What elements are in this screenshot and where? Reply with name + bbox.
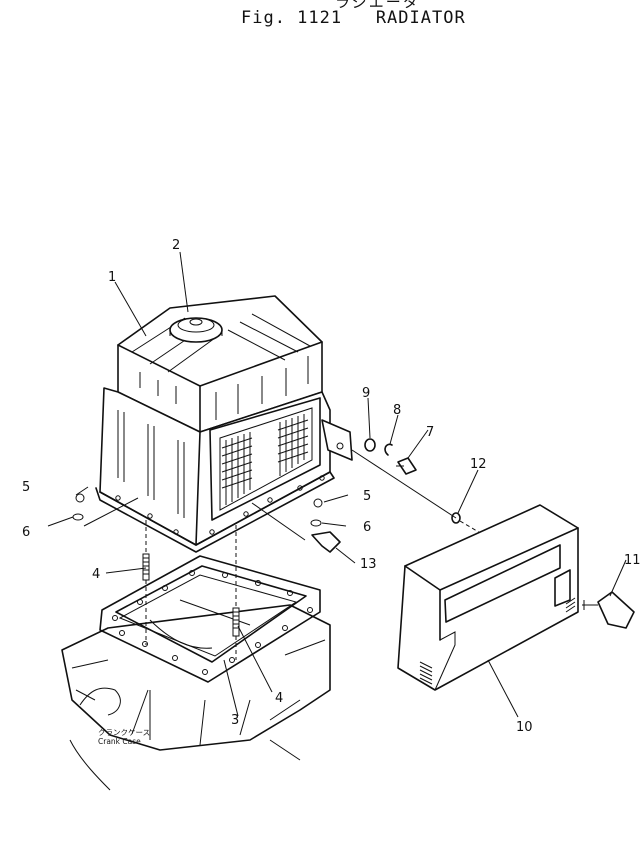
callout-6-right: 6 <box>363 520 371 535</box>
radiator-cap <box>169 317 223 343</box>
crank-case-label: Crank Case <box>98 737 141 746</box>
washer-left <box>72 513 84 521</box>
washer-9 <box>364 438 376 452</box>
nut-left <box>75 493 85 503</box>
radiator-cover <box>397 504 579 691</box>
callout-4-right: 4 <box>275 691 283 706</box>
callout-6-left: 6 <box>22 525 30 540</box>
figure-title: Fig. 1121 RADIATOR <box>241 8 466 28</box>
washer-right <box>310 519 322 527</box>
knob-bolt <box>582 591 635 629</box>
callout-8: 8 <box>393 403 401 418</box>
bolt-7 <box>396 457 417 475</box>
callout-10: 10 <box>516 720 533 735</box>
o-ring <box>451 512 461 524</box>
crank-case-label-japanese: クランクケース <box>98 728 150 737</box>
callout-9: 9 <box>362 386 370 401</box>
nut-right <box>313 498 323 508</box>
callout-2: 2 <box>172 238 180 253</box>
leader-lines <box>47 251 627 735</box>
callout-13: 13 <box>360 557 377 572</box>
callout-5-right: 5 <box>363 489 371 504</box>
callout-4-left: 4 <box>92 567 100 582</box>
callout-1: 1 <box>108 270 116 285</box>
figure-title-japanese: ラジエータ <box>335 0 420 11</box>
callout-11: 11 <box>624 553 640 568</box>
crank-case <box>61 604 331 791</box>
spring-washer <box>384 443 393 456</box>
callout-3: 3 <box>231 713 239 728</box>
stud-bolts <box>142 520 240 660</box>
radiator-gasket <box>99 555 321 683</box>
callout-5-left: 5 <box>22 480 30 495</box>
radiator-core <box>95 295 353 553</box>
callout-12: 12 <box>470 457 487 472</box>
clamp <box>311 531 341 553</box>
callout-7: 7 <box>426 425 434 440</box>
